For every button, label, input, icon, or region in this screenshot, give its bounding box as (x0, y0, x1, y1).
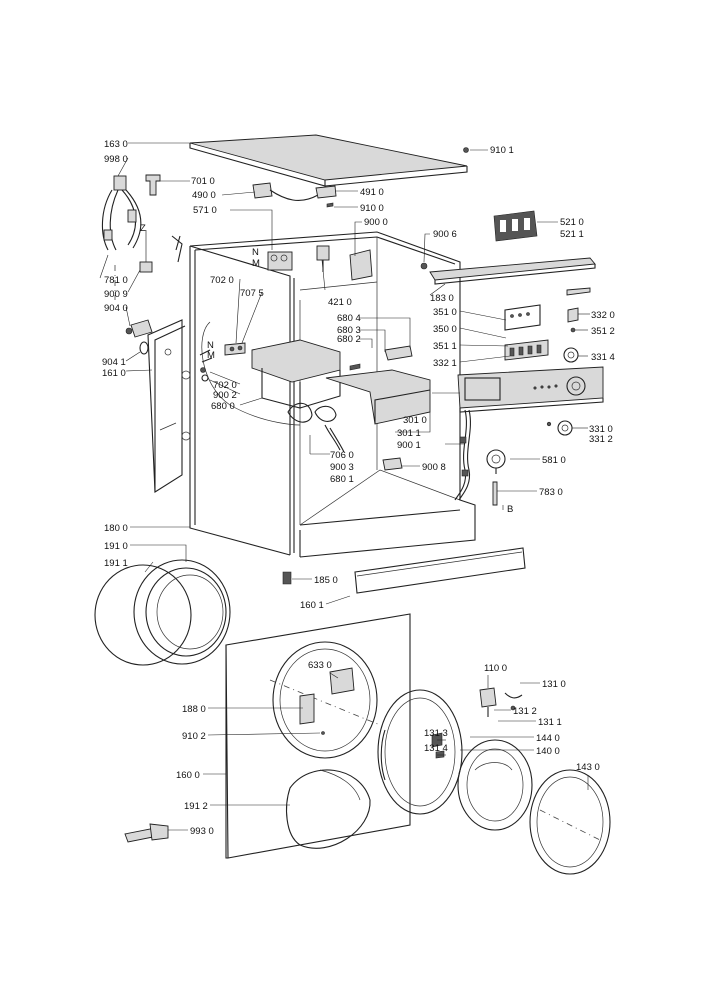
door-assembly (377, 687, 611, 875)
label-910-0: 910 0 (360, 203, 384, 214)
label-131-1: 131 1 (538, 717, 562, 728)
label-191-2: 191 2 (184, 801, 208, 812)
label-998-0: 998 0 (104, 154, 128, 165)
marker-z: Z (140, 223, 146, 234)
label-332-1: 332 1 (433, 358, 457, 369)
label-110-0: 110 0 (484, 663, 507, 674)
label-680-0: 680 0 (211, 401, 235, 412)
label-131-3: 131 3 (424, 728, 448, 739)
top-panel (189, 134, 468, 187)
door-lock-wiring (199, 321, 301, 426)
wiring-harness (382, 409, 471, 501)
label-993-0: 993 0 (190, 826, 214, 837)
cabinet-body (189, 231, 476, 558)
label-900-0: 900 0 (364, 217, 388, 228)
marker-n-lock: N (207, 340, 214, 351)
kickplate (282, 547, 526, 594)
label-301-1: 301 1 (397, 428, 421, 439)
label-163-0: 163 0 (104, 139, 128, 150)
label-910-2: 910 2 (182, 731, 206, 742)
label-160-1: 160 1 (300, 600, 324, 611)
label-680-1: 680 1 (330, 474, 354, 485)
label-521-0: 521 0 (560, 217, 584, 228)
label-900-2: 900 2 (213, 390, 237, 401)
label-161-0: 161 0 (102, 368, 126, 379)
label-188-0: 188 0 (182, 704, 206, 715)
front-panel (225, 613, 411, 859)
label-191-1: 191 1 (104, 558, 128, 569)
buttons-assembly (504, 287, 591, 436)
marker-n-valve: N (252, 247, 259, 258)
label-131-2: 131 2 (513, 706, 537, 717)
pump-filter (125, 319, 153, 355)
small-top-parts (145, 147, 469, 208)
control-panel (457, 366, 604, 413)
label-160-0: 160 0 (176, 770, 200, 781)
label-904-1: 904 1 (102, 357, 126, 368)
label-490-0: 490 0 (192, 190, 216, 201)
label-180-0: 180 0 (104, 523, 128, 534)
label-680-3: 680 3 (337, 325, 361, 336)
label-581-0: 581 0 (542, 455, 566, 466)
label-904-0: 904 0 (104, 303, 128, 314)
inlet-hose-assembly (101, 175, 153, 300)
label-571-0: 571 0 (193, 205, 217, 216)
label-900-6: 900 6 (433, 229, 457, 240)
leader-lines (99, 142, 590, 831)
back-panel (147, 319, 191, 493)
label-781-0: 781 0 (104, 275, 128, 286)
label-332-0: 332 0 (591, 310, 615, 321)
display-board (493, 210, 538, 242)
label-521-1: 521 1 (560, 229, 584, 240)
label-900-1: 900 1 (397, 440, 421, 451)
inlet-valve (171, 235, 428, 281)
label-491-0: 491 0 (360, 187, 384, 198)
marker-m-lock: M (207, 350, 215, 361)
label-680-2: 680 2 (337, 334, 361, 345)
door-gasket (94, 559, 231, 666)
label-131-4: 131 4 (424, 743, 448, 754)
label-680-4: 680 4 (337, 313, 361, 324)
label-143-0: 143 0 (576, 762, 600, 773)
label-701-0: 701 0 (191, 176, 215, 187)
label-702-0-bottom: 702 0 (213, 380, 237, 391)
label-351-1: 351 1 (433, 341, 457, 352)
label-707-5: 707 5 (240, 288, 264, 299)
top-bracket (429, 257, 596, 285)
label-183-0: 183 0 (430, 293, 454, 304)
label-140-0: 140 0 (536, 746, 560, 757)
label-900-9: 900 9 (104, 289, 128, 300)
label-706-0: 706 0 (330, 450, 354, 461)
label-351-0: 351 0 (433, 307, 457, 318)
detergent-dispenser (251, 339, 431, 453)
label-633-0: 633 0 (308, 660, 332, 671)
label-185-0: 185 0 (314, 575, 338, 586)
label-702-0-top: 702 0 (210, 275, 234, 286)
label-351-2: 351 2 (591, 326, 615, 337)
label-421-0: 421 0 (328, 297, 352, 308)
label-350-0: 350 0 (433, 324, 457, 335)
label-910-1: 910 1 (490, 145, 514, 156)
label-144-0: 144 0 (536, 733, 560, 744)
door-handle-tool (124, 823, 169, 843)
label-783-0: 783 0 (539, 487, 563, 498)
label-331-2: 331 2 (589, 434, 613, 445)
label-331-0: 331 0 (589, 424, 613, 435)
label-331-4: 331 4 (591, 352, 615, 363)
label-301-0: 301 0 (403, 415, 427, 426)
callout-labels: 163 0 998 0 701 0 490 0 491 0 910 0 571 … (102, 139, 615, 837)
label-191-0: 191 0 (104, 541, 128, 552)
label-900-8: 900 8 (422, 462, 446, 473)
label-131-0: 131 0 (542, 679, 566, 690)
label-900-3: 900 3 (330, 462, 354, 473)
pressure-switch (486, 449, 506, 506)
marker-b: B (507, 504, 513, 515)
marker-m-valve: M (252, 258, 260, 269)
